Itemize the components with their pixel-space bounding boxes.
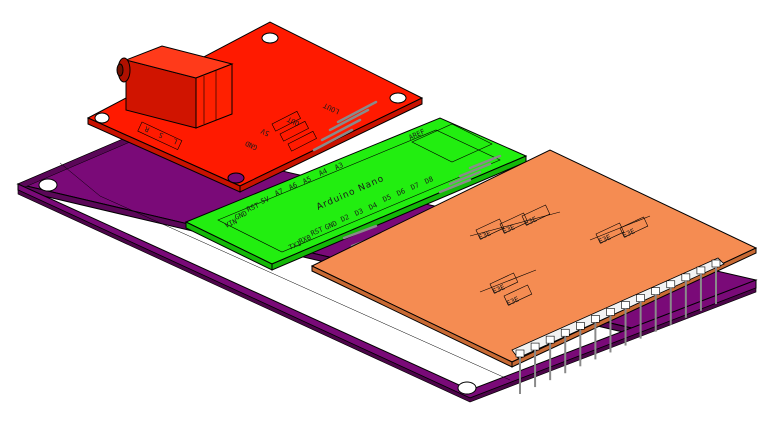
header-pad — [545, 335, 555, 344]
mounting-hole-1 — [38, 178, 58, 192]
audio-hole-4 — [227, 172, 245, 184]
arduino-left-pin-3: 5V — [260, 195, 272, 206]
arduino-right-pin-10: D8 — [424, 175, 435, 186]
arduino-right-pin-4: D2 — [340, 213, 351, 224]
display-chip-group-1 — [469, 204, 651, 306]
arduino-left-pin-5: A6 — [288, 181, 299, 192]
arduino-right-pin-6: D4 — [368, 201, 379, 212]
arduino-right-pin-8: D6 — [396, 187, 407, 198]
arduino-left-pin-6: A5 — [302, 175, 313, 186]
audio-hole-1 — [261, 32, 279, 44]
audio-pins — [312, 100, 378, 152]
audio-side-label-s: S — [158, 130, 165, 139]
arduino-right-pin-7: D5 — [382, 193, 393, 204]
audio-side-label-l: L — [172, 136, 179, 145]
header-pad — [530, 342, 540, 351]
header-pad — [560, 328, 570, 337]
base-board-edge — [17, 189, 757, 403]
mounting-hole-2 — [457, 381, 477, 395]
audio-side-label-r: R — [143, 124, 151, 133]
audio-jack — [116, 45, 234, 129]
arduino-right-pin-labels: TX1 RX0 RST GND D2 D3 D4 D5 D6 D7 D8 — [288, 175, 435, 252]
header-pad — [576, 322, 585, 330]
arduino-right-pin-5: D3 — [354, 207, 365, 218]
header-pad — [591, 315, 600, 323]
header-pad — [681, 273, 691, 282]
audio-hole-3 — [94, 112, 110, 124]
header-pad — [636, 294, 645, 302]
audio-board: R S L GND 5V OUT LOUT — [86, 21, 424, 193]
header-pad — [651, 287, 660, 295]
header-pad — [606, 308, 615, 316]
audio-hole-2 — [389, 92, 407, 104]
arduino-nano-board: Arduino Nano AREF VIN GND RST 5V A7 A6 A… — [184, 117, 528, 271]
display-header-pins — [515, 259, 721, 394]
header-pad — [621, 301, 630, 309]
header-pad — [515, 349, 525, 358]
display-board: E3E E3E E3E E3E E3E E3E E3E — [310, 149, 758, 394]
arduino-left-pin-7: A4 — [318, 167, 329, 178]
header-pad — [711, 259, 721, 268]
arduino-left-pin-8: A3 — [334, 161, 345, 172]
audio-board-side2 — [239, 97, 423, 193]
arduino-right-pin-9: D7 — [410, 181, 421, 192]
header-pad — [696, 266, 706, 275]
audio-pin-label-1: 5V — [259, 126, 271, 137]
header-pad — [666, 280, 676, 289]
arduino-left-pin-4: A7 — [274, 187, 285, 198]
